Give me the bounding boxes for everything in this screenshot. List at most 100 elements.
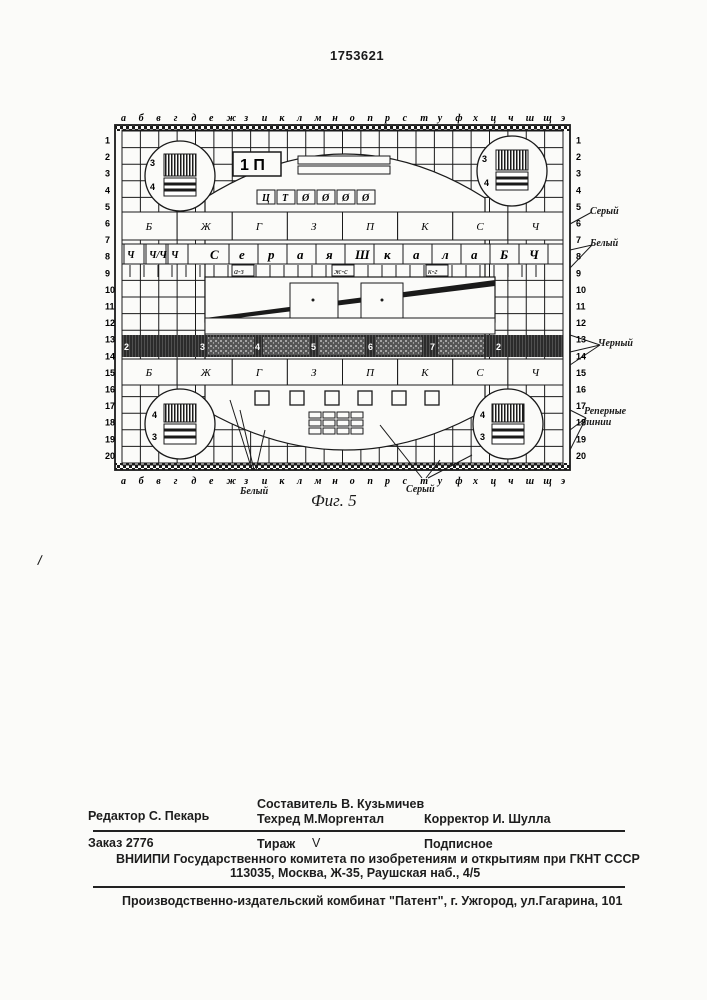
code-cell-label: Ц [261,193,271,204]
row-number-right: 9 [576,268,581,278]
small-square [358,391,372,405]
color-row-upper: БЖГЗПКСЧ [122,212,563,240]
row-number-right: 8 [576,252,581,262]
small-square [325,391,339,405]
column-letter-bottom: в [156,476,161,487]
column-letter-top: к [279,113,285,124]
gray-left-label: Ч/Ч [149,250,167,261]
column-letter-top: г [174,113,178,124]
column-letter-bottom: х [472,476,478,487]
bottom-checker-band [115,463,570,470]
color-swatch-label: З [311,221,317,233]
circle-number: 3 [152,432,157,442]
column-letter-top: з [243,113,248,124]
circle-number: 4 [150,182,155,192]
small-square [255,391,269,405]
strip-number: 5 [311,342,316,352]
circle-number: 4 [480,410,485,420]
color-swatch-label: К [420,367,429,379]
row-number-right: 1 [576,135,581,145]
color-swatch-label: Ж [200,221,212,233]
annotation-gray-bottom: Серый [406,484,435,495]
row-number-left: 5 [105,202,110,212]
compiler-credit: Составитель В. Кузьмичев [257,797,424,811]
color-row-lower: БЖГЗПКСЧ [122,359,563,385]
small-square [425,391,439,405]
row-number-right: 7 [576,235,581,245]
column-letter-bottom: д [191,476,196,487]
column-letter-bottom: б [139,476,145,487]
gray-scale-letter: е [239,247,245,262]
strip-number: 2 [124,342,129,352]
column-letter-bottom: л [296,476,302,487]
annotation-black-right: Черный [598,338,633,349]
gray-scale-letter: Б [499,247,508,262]
ladder-cell [323,428,335,434]
column-letter-bottom: у [437,476,443,487]
circle-bottom-left [145,389,215,459]
code-cell-label: Ø [301,193,310,204]
row-number-right: 13 [576,335,586,345]
corrector-credit: Корректор И. Шулла [424,812,551,826]
annotation-gray-right: Серый [590,206,619,217]
small-tag-label: ж-с [334,267,348,276]
circle-number: 4 [484,178,489,188]
top-checker-band [115,125,570,131]
divider-top [93,830,625,832]
gray-scale-letter: а [413,247,420,262]
ladder-cell [351,412,363,418]
color-swatch-label: Ж [200,367,212,379]
techred-credit: Техред М.Моргентал [257,812,384,826]
column-letter-top: а [121,113,126,124]
strip-number: 7 [430,342,435,352]
small-tag-label: к-г [428,267,438,276]
row-number-right: 20 [576,451,586,461]
circle-number: 3 [150,158,155,168]
ladder-cell [337,412,349,418]
row-number-left: 19 [105,434,115,444]
column-letter-bottom: г [174,476,178,487]
ladder-cell [309,420,321,426]
strip-number: 2 [496,342,501,352]
row-number-left: 7 [105,235,110,245]
annotation-reference-lines: Реперные линии [584,406,634,428]
column-letter-top: ф [455,113,462,124]
row-number-left: 4 [105,185,110,195]
column-letter-bottom: р [384,476,390,487]
column-letter-bottom: э [560,476,565,487]
column-letter-top: т [420,113,428,124]
color-swatch-label: П [365,367,375,379]
row-number-right: 3 [576,169,581,179]
figure-caption: Фиг. 5 [311,491,357,511]
circle-number: 3 [480,432,485,442]
gray-scale-letter: л [441,247,449,262]
row-number-left: 2 [105,152,110,162]
column-letter-bottom: е [209,476,214,487]
column-letter-bottom: щ [543,476,551,487]
strip-number: 4 [255,342,260,352]
row-number-left: 17 [105,401,115,411]
color-swatch-label: Б [145,221,153,233]
column-letter-bottom: м [314,476,322,487]
gray-left-label: Ч [127,250,135,261]
row-number-right: 11 [576,301,586,311]
column-letter-bottom: ш [526,476,534,487]
ladder-cell [323,420,335,426]
column-letter-top: л [296,113,302,124]
column-letter-bottom: ц [491,476,497,487]
annotation-white-right: Белый [590,238,618,249]
gray-scale-letter: С [210,247,219,262]
column-letter-bottom: ж [227,476,237,487]
row-number-left: 16 [105,384,115,394]
publisher-line: Производственно-издательский комбинат "П… [122,894,622,908]
ladder-cell [323,412,335,418]
row-number-right: 15 [576,368,586,378]
rainbow-band [205,318,495,334]
gray-scale-letter: Ш [354,247,370,262]
column-letter-top: н [332,113,338,124]
column-letter-top: в [156,113,161,124]
ladder-cell [309,428,321,434]
column-letter-top: ж [227,113,237,124]
strip-block [319,337,365,355]
top-box-label: 1 П [240,157,265,174]
